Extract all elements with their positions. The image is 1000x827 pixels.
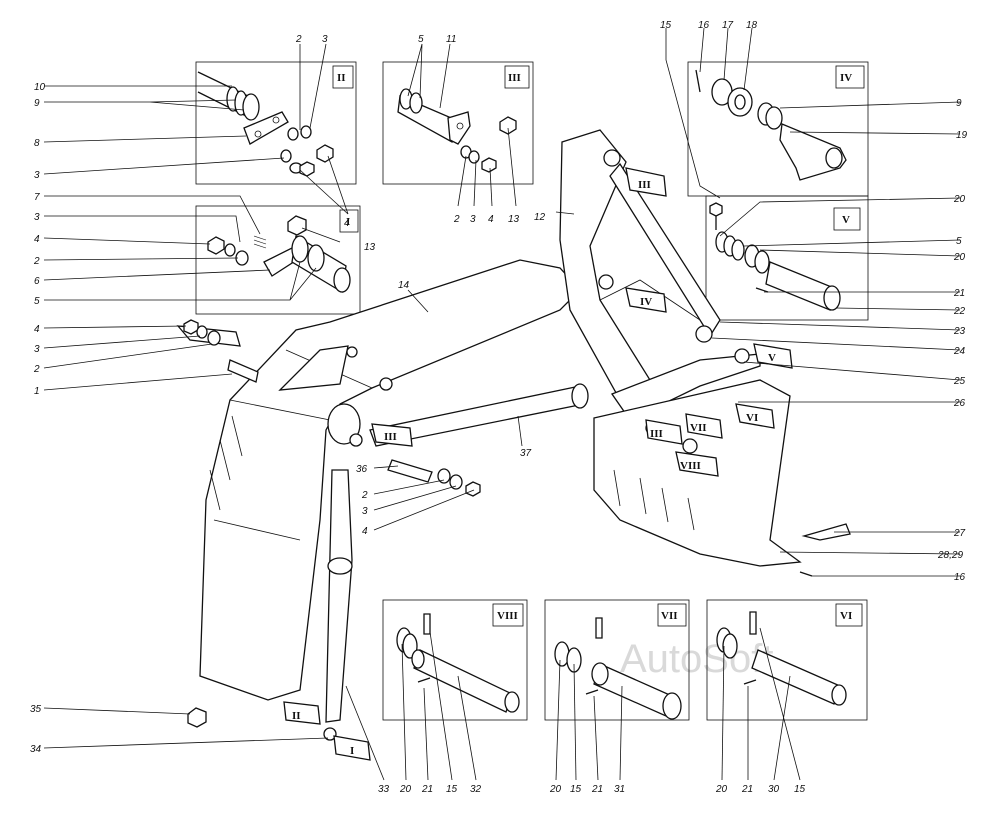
- marker-I: I: [350, 745, 354, 757]
- callout-3: 3: [362, 506, 368, 517]
- callout-24: 24: [953, 346, 966, 357]
- callout-numbers: 10 9 8 3 7 3 4 2 6 5 4 3 2 1 2 3 4 13 5 …: [30, 20, 968, 795]
- marker-III-boom: III: [384, 431, 397, 443]
- callout-15: 15: [446, 784, 458, 795]
- detail-panel-III: III: [382, 61, 534, 185]
- callout-6: 6: [34, 276, 40, 287]
- excavator-arm-assembly: [176, 129, 851, 741]
- callout-3: 3: [34, 212, 40, 223]
- leader-lines: [43, 27, 961, 781]
- callout-15: 15: [794, 784, 806, 795]
- callout-3: 3: [34, 344, 40, 355]
- marker-V: V: [768, 352, 776, 364]
- watermark: AutoSoft: [620, 637, 773, 681]
- callout-4: 4: [34, 234, 40, 245]
- detail-panel-V: V: [705, 195, 869, 321]
- callout-20: 20: [549, 784, 562, 795]
- callout-17: 17: [722, 20, 734, 31]
- callout-22: 22: [953, 306, 966, 317]
- marker-VII: VII: [690, 422, 707, 434]
- panel-VIII-label: VIII: [497, 610, 518, 622]
- callout-15: 15: [660, 20, 672, 31]
- callout-1: 1: [34, 386, 40, 397]
- detail-panel-VIII: VIII: [382, 599, 528, 721]
- callout-4: 4: [34, 324, 40, 335]
- callout-2: 2: [295, 34, 302, 45]
- callout-27: 27: [953, 528, 966, 539]
- detail-panel-II: II: [195, 61, 357, 185]
- panel-IV-label: IV: [840, 72, 852, 84]
- callout-9: 9: [956, 98, 962, 109]
- callout-21: 21: [421, 784, 433, 795]
- panel-III-label: III: [508, 72, 521, 84]
- callout-20: 20: [715, 784, 728, 795]
- callout-5: 5: [34, 296, 40, 307]
- marker-III-top: III: [638, 179, 651, 191]
- callout-9: 9: [34, 98, 40, 109]
- detail-panel-VII: VII: [544, 599, 690, 721]
- callout-31: 31: [614, 784, 625, 795]
- callout-11: 11: [446, 34, 456, 45]
- callout-23: 23: [953, 326, 966, 337]
- callout-16: 16: [698, 20, 710, 31]
- callout-15: 15: [570, 784, 582, 795]
- callout-36: 36: [356, 464, 368, 475]
- detail-panel-VI: VI: [706, 599, 868, 721]
- panel-II-label: II: [337, 72, 346, 84]
- callout-2: 2: [33, 256, 40, 267]
- callout-32: 32: [470, 784, 482, 795]
- callout-21: 21: [953, 288, 965, 299]
- callout-12: 12: [534, 212, 546, 223]
- marker-VIII: VIII: [680, 460, 701, 472]
- callout-26: 26: [953, 398, 966, 409]
- callout-21: 21: [591, 784, 603, 795]
- marker-III-bucket: III: [650, 428, 663, 440]
- callout-2: 2: [361, 490, 368, 501]
- callout-19: 19: [956, 130, 968, 141]
- callout-13: 13: [508, 214, 520, 225]
- callout-20: 20: [953, 252, 966, 263]
- marker-IV: IV: [640, 296, 652, 308]
- callout-30: 30: [768, 784, 780, 795]
- callout-14: 14: [398, 280, 410, 291]
- callout-16: 16: [954, 572, 966, 583]
- callout-10: 10: [34, 82, 46, 93]
- callout-8: 8: [34, 138, 40, 149]
- callout-20: 20: [953, 194, 966, 205]
- callout-33: 33: [378, 784, 390, 795]
- callout-4: 4: [488, 214, 494, 225]
- callout-21: 21: [741, 784, 753, 795]
- callout-3: 3: [34, 170, 40, 181]
- callout-4: 4: [344, 218, 350, 229]
- callout-28-29: 28,29: [937, 550, 963, 561]
- callout-35: 35: [30, 704, 42, 715]
- callout-7: 7: [34, 192, 40, 203]
- panel-I-label: I: [346, 216, 350, 228]
- callout-3: 3: [322, 34, 328, 45]
- callout-4: 4: [362, 526, 368, 537]
- callout-18: 18: [746, 20, 758, 31]
- callout-5: 5: [956, 236, 962, 247]
- callout-2: 2: [453, 214, 460, 225]
- roman-markers: III IV V VI VII VIII III III II I: [283, 167, 793, 761]
- callout-3: 3: [470, 214, 476, 225]
- detail-panel-IV: IV: [687, 61, 869, 197]
- callout-20: 20: [399, 784, 412, 795]
- panel-VII-label: VII: [661, 610, 678, 622]
- callout-13: 13: [364, 242, 376, 253]
- callout-5: 5: [418, 34, 424, 45]
- callout-2: 2: [33, 364, 40, 375]
- callout-34: 34: [30, 744, 42, 755]
- callout-37: 37: [520, 448, 532, 459]
- panel-VI-label: VI: [840, 610, 852, 622]
- callout-25: 25: [953, 376, 966, 387]
- detail-panel-I: I: [195, 205, 361, 315]
- panel-V-label: V: [842, 214, 850, 226]
- marker-II: II: [292, 710, 301, 722]
- marker-VI: VI: [746, 412, 758, 424]
